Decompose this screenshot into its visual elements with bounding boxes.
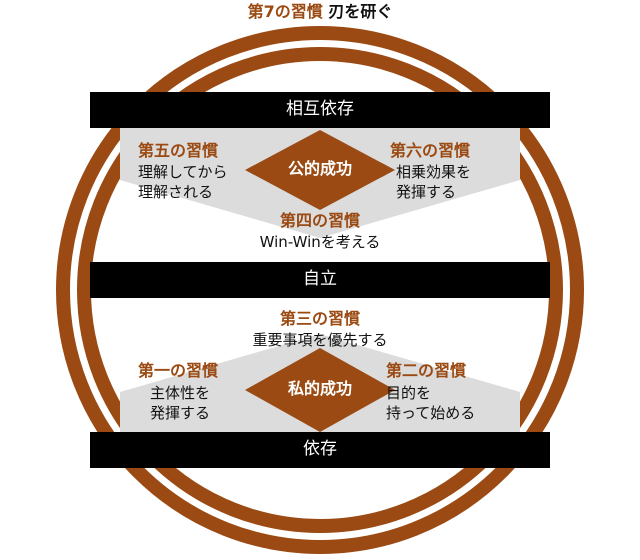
interdependence-label: 相互依存	[286, 99, 354, 119]
habit-1-line1: 主体性を	[150, 384, 211, 402]
independence-bar	[90, 262, 550, 298]
inner-ring	[77, 47, 563, 533]
habit-5-title: 第五の習慣	[138, 141, 219, 160]
habit-6-title: 第六の習慣	[390, 141, 471, 160]
habit-2-line1: 目的を	[386, 384, 432, 402]
habit-4-line1: Win-Winを考える	[259, 233, 381, 251]
seventh-habit-text: 刃を研ぐ	[328, 2, 393, 21]
outer-ring	[56, 26, 584, 554]
habit-2-line2: 持って始める	[386, 404, 476, 422]
habit-6-line2: 発揮する	[396, 183, 457, 201]
habit-5-line2: 理解される	[138, 183, 214, 201]
habit-3-line1: 重要事項を優先する	[252, 331, 388, 349]
habit-3-title: 第三の習慣	[279, 309, 360, 328]
habit-2-title: 第二の習慣	[386, 361, 467, 380]
seventh-habit-title: 第7の習慣 刃を研ぐ	[0, 2, 640, 21]
public-victory-diamond	[245, 130, 395, 210]
habit-5-line1: 理解してから	[138, 163, 228, 181]
seventh-habit-label: 第7の習慣	[247, 2, 323, 21]
dependence-bar	[90, 432, 550, 468]
independence-label: 自立	[303, 269, 337, 289]
private-victory-diamond	[245, 348, 395, 432]
habit-1-line2: 発揮する	[150, 404, 211, 422]
interdependence-bar	[90, 92, 550, 128]
private-victory-label: 私的成功	[287, 379, 352, 398]
dependence-label: 依存	[303, 439, 337, 459]
public-victory-label: 公的成功	[287, 159, 352, 178]
habit-6-line1: 相乗効果を	[396, 163, 472, 181]
habit-1-title: 第一の習慣	[138, 361, 219, 380]
habit-4-title: 第四の習慣	[279, 211, 360, 230]
